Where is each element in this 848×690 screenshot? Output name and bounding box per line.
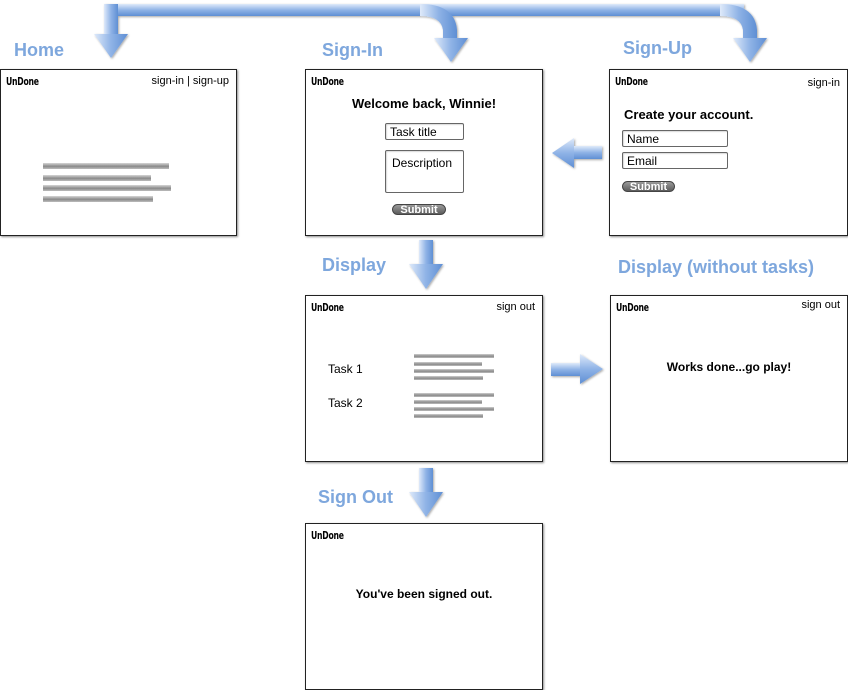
display-empty-screen: UnDone sign out Works done...go play!	[610, 295, 848, 462]
task-detail-line	[414, 393, 494, 397]
task-title-input[interactable]: Task title	[385, 123, 464, 140]
task-detail-line	[414, 376, 483, 380]
app-logo: UnDone	[311, 75, 344, 88]
heading-home: Home	[14, 40, 65, 60]
home-screen: UnDone sign-in | sign-up	[0, 69, 237, 236]
task-item-label[interactable]: Task 2	[328, 396, 363, 410]
right-arrow-display-to-empty	[551, 354, 603, 384]
task-detail-line	[414, 362, 482, 366]
down-arrow-display-to-signout	[409, 468, 443, 517]
placeholder-text-line	[43, 175, 151, 181]
heading-signup: Sign-Up	[623, 38, 692, 58]
placeholder-text-line	[43, 185, 171, 191]
heading-signout: Sign Out	[318, 487, 393, 507]
signup-submit-button[interactable]: Submit	[622, 181, 675, 193]
heading-display-empty: Display (without tasks)	[618, 257, 815, 277]
signup-nav-link[interactable]: sign-in	[807, 77, 840, 89]
task-detail-line	[414, 414, 483, 418]
home-nav-links[interactable]: sign-in | sign-up	[151, 75, 229, 87]
display-screen: UnDone sign out Task 1 Task 2	[305, 295, 543, 462]
signout-screen: UnDone You've been signed out.	[305, 523, 543, 690]
signout-link[interactable]: sign out	[496, 301, 535, 313]
empty-state-message: Works done...go play!	[666, 360, 792, 374]
app-logo: UnDone	[311, 301, 344, 314]
app-logo: UnDone	[6, 75, 39, 88]
name-input[interactable]: Name	[622, 130, 728, 147]
top-connector-arrow	[94, 4, 767, 62]
email-input[interactable]: Email	[622, 152, 728, 169]
left-arrow-signup-to-signin	[552, 138, 602, 168]
task-detail-line	[414, 354, 494, 358]
heading-display: Display	[322, 255, 387, 275]
signin-screen: UnDone Welcome back, Winnie! Task title …	[305, 69, 543, 236]
app-logo: UnDone	[311, 529, 344, 542]
task-detail-line	[414, 407, 494, 411]
app-logo: UnDone	[616, 301, 649, 314]
down-arrow-signin-to-display	[409, 240, 443, 289]
placeholder-text-line	[43, 163, 169, 169]
description-input[interactable]: Description	[385, 150, 464, 193]
signup-title: Create your account.	[624, 107, 754, 122]
app-logo: UnDone	[615, 75, 648, 88]
signup-screen: UnDone sign-in Create your account. Name…	[609, 69, 848, 236]
welcome-message: Welcome back, Winnie!	[351, 96, 497, 111]
signin-submit-button[interactable]: Submit	[392, 204, 446, 216]
placeholder-text-line	[43, 196, 153, 202]
signout-link[interactable]: sign out	[801, 299, 840, 311]
task-item-label[interactable]: Task 1	[328, 362, 363, 376]
task-detail-line	[414, 400, 482, 404]
task-detail-line	[414, 369, 494, 373]
signed-out-message: You've been signed out.	[355, 587, 493, 601]
heading-signin: Sign-In	[322, 40, 383, 60]
